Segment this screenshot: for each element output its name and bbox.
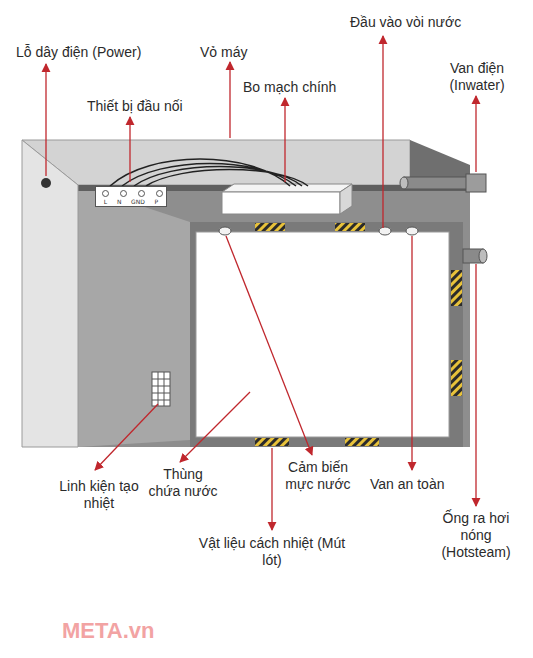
- inlet-pipe-end: [400, 177, 408, 189]
- part-label: Thiết bị đầu nối: [87, 98, 217, 115]
- part-label: Linh kiện tạo nhiệt: [58, 478, 140, 512]
- terminal-screw: [120, 190, 127, 197]
- part-label: Lỗ dây điện (Power): [16, 44, 186, 61]
- water-tank: [196, 232, 449, 437]
- terminal-screw: [156, 190, 163, 197]
- left-slab: [22, 140, 78, 447]
- insulation-hatch: [345, 438, 379, 446]
- pin-name: GND: [131, 198, 145, 205]
- pin-name: L: [104, 198, 107, 205]
- casing-top: [22, 140, 410, 185]
- steam-outlet-end: [479, 249, 487, 263]
- solenoid-valve: [466, 174, 486, 192]
- insulation-hatch: [335, 223, 365, 231]
- level-sensor: [219, 227, 231, 235]
- part-label: Thùng chứa nước: [148, 466, 218, 500]
- insulation-hatch: [255, 438, 289, 446]
- part-label: Cảm biến mực nước: [280, 459, 356, 493]
- insulation-frame: [190, 222, 463, 447]
- terminal-screw: [102, 190, 109, 197]
- wires: [110, 159, 308, 186]
- terminal-block: L N GND P: [95, 186, 167, 207]
- insulation-hatch: [451, 360, 462, 396]
- part-label: Vật liệu cách nhiệt (Mút lót): [197, 535, 347, 569]
- part-label: Vỏ máy: [200, 44, 270, 61]
- power-hole: [41, 178, 51, 188]
- insulation-hatch: [255, 223, 285, 231]
- part-label: Đầu vào vòi nước: [350, 14, 500, 31]
- pin-name: N: [117, 198, 122, 205]
- leader-lines: [46, 36, 476, 530]
- watermark: META.vn: [62, 618, 182, 644]
- safety-valve: [406, 227, 418, 235]
- terminal-screw: [138, 190, 145, 197]
- level-sensor: [379, 227, 391, 235]
- heater-grid: [152, 372, 170, 406]
- inlet-pipe: [404, 177, 468, 189]
- main-board: [222, 192, 340, 214]
- heater: [152, 372, 170, 406]
- interior-back: [78, 185, 470, 447]
- inner-left-wall: [78, 185, 190, 447]
- pin-name: P: [155, 198, 159, 205]
- part-label: Bo mạch chính: [243, 79, 363, 96]
- part-label: Ống ra hơi nóng (Hotsteam): [440, 510, 512, 561]
- board-top: [222, 184, 352, 192]
- part-label: Van điện (Inwater): [437, 60, 517, 94]
- part-label: Van an toàn: [370, 476, 470, 493]
- insulation-hatch: [451, 270, 462, 306]
- board-side: [340, 184, 352, 214]
